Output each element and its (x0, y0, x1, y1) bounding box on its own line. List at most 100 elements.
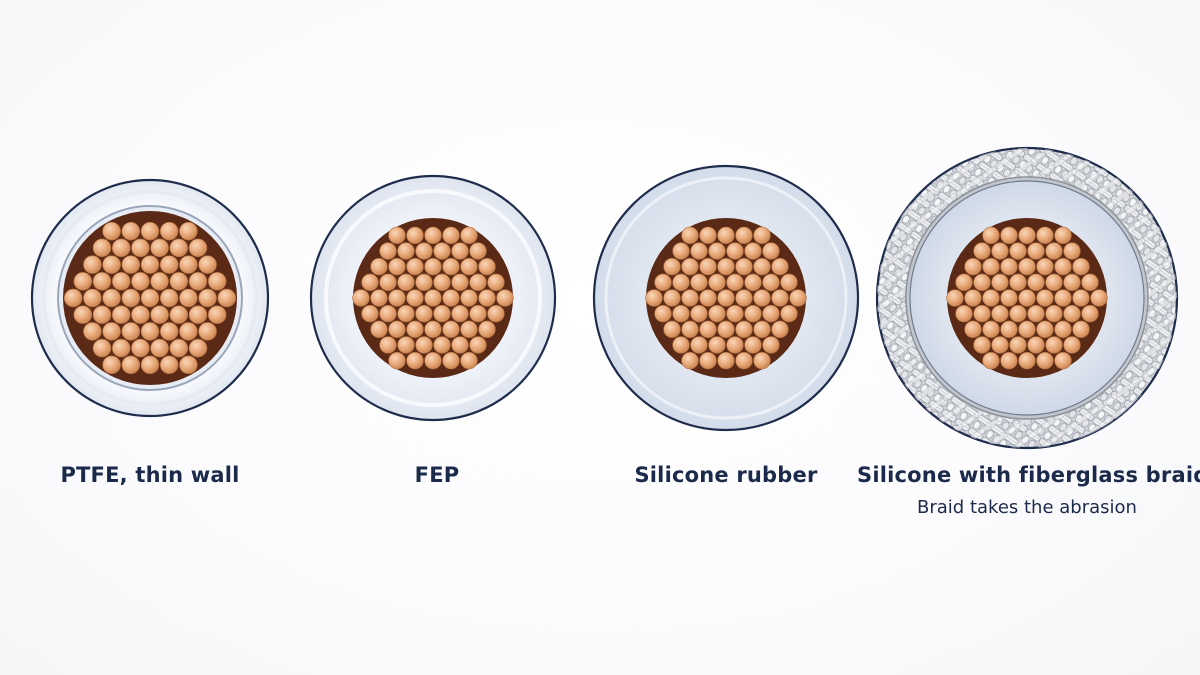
copper-strand (973, 336, 991, 354)
copper-strand (1081, 273, 1099, 292)
copper-strand (111, 338, 131, 358)
copper-strand (121, 221, 141, 241)
copper-strand (1036, 320, 1054, 338)
copper-strand (663, 320, 681, 338)
copper-strand (424, 320, 442, 338)
copper-strand (433, 304, 451, 323)
copper-strand (645, 289, 663, 307)
copper-strand (991, 336, 1009, 354)
copper-strand (111, 238, 131, 258)
copper-strand (1045, 242, 1063, 260)
cable-label-silicone: Silicone rubber (634, 463, 818, 487)
copper-strand (451, 336, 469, 354)
copper-strand (1063, 336, 1081, 354)
copper-strand (699, 258, 717, 276)
copper-strand (478, 258, 496, 276)
copper-strand (460, 289, 478, 307)
copper-strand (1027, 242, 1045, 260)
copper-strand (1090, 289, 1108, 307)
copper-strand (982, 351, 1000, 370)
copper-strand (708, 273, 726, 292)
copper-strand (699, 289, 717, 307)
copper-strand (131, 338, 150, 358)
copper-strand (460, 226, 478, 245)
copper-strand (1009, 336, 1027, 354)
copper-strand (179, 322, 198, 341)
copper-strand (406, 351, 424, 370)
copper-strand (1036, 258, 1054, 276)
copper-strand (102, 255, 121, 274)
copper-strand (92, 305, 112, 324)
copper-strand (159, 355, 179, 375)
copper-strand (708, 336, 726, 354)
copper-strand (1036, 226, 1054, 245)
copper-strand (982, 320, 1000, 338)
copper-strand (1036, 351, 1054, 370)
copper-strand (735, 320, 753, 338)
copper-strand (388, 289, 406, 307)
copper-strand (460, 258, 478, 276)
copper-strand (681, 289, 699, 307)
copper-strand (169, 305, 189, 324)
copper-strand (717, 351, 735, 370)
copper-strand (150, 272, 169, 291)
copper-strand (379, 273, 397, 292)
copper-strand (121, 255, 141, 274)
copper-strand (690, 273, 708, 292)
copper-strand (442, 289, 460, 307)
copper-strand (744, 304, 762, 323)
copper-strand (1072, 258, 1090, 276)
copper-strand (771, 289, 789, 307)
copper-strand (771, 258, 789, 276)
copper-strand (150, 338, 169, 358)
copper-strand (717, 226, 735, 245)
copper-strand (496, 289, 514, 307)
copper-strand (699, 320, 717, 338)
copper-strand (717, 320, 735, 338)
copper-strand (753, 320, 771, 338)
copper-strand (780, 273, 798, 292)
copper-strand (379, 304, 397, 323)
copper-strand (744, 273, 762, 292)
copper-strand (762, 273, 780, 292)
copper-strand (379, 242, 397, 260)
copper-strand (179, 355, 198, 375)
copper-strand (207, 272, 227, 291)
copper-strand (131, 305, 150, 324)
copper-strand (973, 273, 991, 292)
copper-strand (681, 226, 699, 245)
copper-strand (140, 355, 160, 375)
copper-strand (708, 304, 726, 323)
copper-strand (121, 288, 141, 308)
copper-strand (735, 226, 753, 245)
copper-strand (1027, 304, 1045, 323)
copper-strand (991, 273, 1009, 292)
copper-strand (717, 289, 735, 307)
copper-strand (1000, 226, 1018, 245)
copper-strand (1045, 304, 1063, 323)
copper-strand (753, 226, 771, 245)
copper-strand (102, 355, 121, 375)
copper-strand (397, 336, 415, 354)
copper-strand (726, 242, 744, 260)
ptfe-cable-cross-section-icon (30, 178, 270, 418)
copper-strand (460, 351, 478, 370)
copper-strand (370, 320, 388, 338)
copper-strand (131, 238, 150, 258)
copper-strand (735, 289, 753, 307)
copper-strand (690, 242, 708, 260)
copper-strand (690, 304, 708, 323)
copper-strand (964, 320, 982, 338)
copper-strand (753, 258, 771, 276)
copper-strand (681, 351, 699, 370)
copper-strand (140, 221, 160, 241)
silicone-cable-cross-section-icon (592, 164, 860, 432)
copper-strand (140, 322, 160, 341)
copper-strand (672, 273, 690, 292)
copper-strand (159, 255, 179, 274)
copper-strand (681, 258, 699, 276)
copper-strand (726, 304, 744, 323)
copper-strand (169, 338, 189, 358)
copper-strand (179, 255, 198, 274)
